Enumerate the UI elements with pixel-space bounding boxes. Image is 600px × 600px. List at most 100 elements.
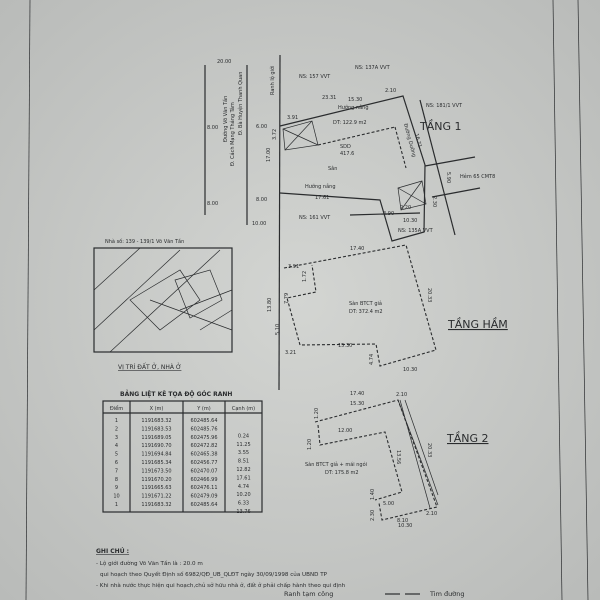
page-edge-left [25,0,31,600]
table-header: Điểm [110,405,123,412]
dimension: 2.10 [385,88,396,94]
area-label: DT: 372.4 m2 [349,309,383,315]
dimension: 10.00 [252,221,266,227]
table-cell: 1 [115,502,118,508]
dimension: 5.00 [383,501,394,507]
area-label: SDD [340,144,351,150]
dimension: 12.00 [338,428,352,434]
notes-title: GHI CHÚ : [96,548,129,555]
dimension: 7.79 [284,293,290,304]
dimension: 8.00 [207,201,218,207]
area-label: 417.6 [340,151,354,157]
table-row: 1 1191683.32 602485.64 [115,418,218,424]
table-cell: 4.74 [238,484,249,490]
table-cell: 1191690.70 [141,443,171,449]
table-cell: 8.51 [238,459,249,465]
dimension: 3.91 [287,115,298,121]
dimension: 23.31 [322,95,336,101]
table-header: Y (m) [196,406,210,412]
dimension: 2.20 [400,205,411,211]
dimension: 4.90 [383,211,394,217]
floor-title: TẦNG HẦM [447,317,508,331]
table-cell: 1191673.50 [141,468,171,474]
table-cell: 2 [115,426,118,432]
dimension: 3.21 [285,350,296,356]
page-edge-right-outer [577,0,589,600]
table-cell: 8 [115,477,118,483]
table-cell: 602485.76 [190,426,217,432]
neighbor-label: NS: 181/1 VVT [426,103,463,109]
neighbor-label: NS: 137A VVT [355,65,391,71]
dimension: 20.33 [426,443,432,457]
table-cell: 1 [115,418,118,424]
floor-title: TẦNG 1 [419,119,462,133]
dimension: 3.72 [272,129,278,140]
dimension: 1.72 [302,271,308,282]
table-cell: 6 [115,460,118,466]
table-cell: 11.25 [236,442,250,448]
dimension: 5.10 [275,324,281,335]
dimension: 20.33 [426,288,432,302]
dimension: 15.30 [348,97,362,103]
road-label: Đ. Cách Mạng Tháng Tám [229,102,236,166]
dimension: 2.30 [370,510,376,521]
dimension: 5.90 [445,172,451,183]
table-cell: 602485.64 [190,418,217,424]
dimension: 8.00 [256,197,267,203]
dimension: 13.56 [395,450,401,464]
dimension: 15.30 [338,343,352,349]
table-cell: 3 [115,435,118,441]
road-label: Ranh lộ giới [269,66,276,95]
table-cell: 602456.77 [190,460,217,466]
table-cell: 1191665.63 [141,485,171,491]
neighbor-label: NS: 161 VVT [299,215,331,221]
dimension: 1.40 [370,489,376,500]
dimension: 8.00 [207,125,218,131]
table-cell: 0.24 [238,433,249,439]
tang2-plan: 17.40 2.10 15.30 12.00 1.20 1.20 20.33 1… [305,391,489,529]
table-cell: 7 [115,468,118,474]
map-caption: VỊ TRÍ ĐẤT Ở, NHÀ Ở [118,363,181,371]
table-cell: 13.76 [236,509,250,515]
table-cell: 1191683.53 [141,426,171,432]
dimension: 10.30 [398,523,412,529]
table-cell: 1191683.32 [141,418,171,424]
dimension: 8.10 [397,518,408,524]
road-label: Đ. Bà Huyện Thanh Quan [237,72,244,135]
table-header: Cạnh (m) [232,406,255,412]
dimension: 17.00 [266,148,272,162]
dimension: 15.30 [350,401,364,407]
table-cell: 3.55 [238,450,249,456]
table-cell: 602470.07 [190,468,217,474]
table-cell: 602479.09 [190,494,217,500]
table-cell: 6.33 [238,501,249,507]
table-row: 2 1191683.53 602485.76 0.24 [115,426,249,439]
dimension: 13.80 [267,298,273,312]
yard-label: Sân [328,165,337,172]
note-line: - Lộ giới đường Võ Văn Tần là : 20.0 m [96,559,203,567]
dimension: 17.40 [350,391,364,397]
table-cell: 1191685.34 [141,460,171,466]
table-cell: 10.20 [236,492,250,498]
dimension: 10.30 [403,218,417,224]
floor-material-label: Sàn BTCT giả [349,300,382,307]
dimension: 1.20 [307,439,313,450]
table-cell: 1191694.84 [141,452,171,458]
road-label: Hẻm 65 CMT8 [460,173,495,180]
dimension: 17.40 [350,246,364,252]
dimension: 3.91 [288,264,299,270]
note-line: qui hoạch theo Quyết Định số 6982/QĐ_UB_… [100,571,328,578]
table-cell: 10 [113,494,119,500]
table-cell: 602476.11 [190,485,217,491]
map-title: Nhà số: 139 - 139/1 Võ Văn Tần [105,237,184,245]
dimension: 2.30 [431,196,437,207]
table-cell: 602475.96 [190,435,217,441]
